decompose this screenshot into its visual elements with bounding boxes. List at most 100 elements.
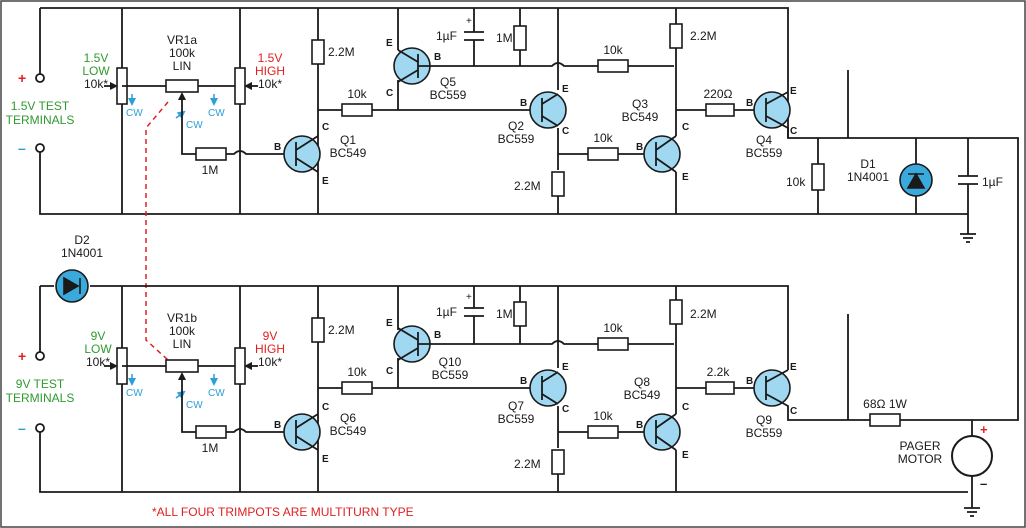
svg-text:E: E — [682, 172, 689, 183]
bottom-r-1m-label: 1M — [496, 307, 513, 321]
svg-text:+: + — [466, 16, 472, 27]
gang-link — [145, 101, 169, 361]
svg-text:B: B — [746, 98, 753, 109]
svg-text:CW: CW — [208, 388, 225, 399]
bottom-r-q8-base-label: 10k — [593, 409, 613, 423]
bottom-motor — [951, 435, 993, 477]
svg-text:CW: CW — [126, 388, 143, 399]
bottom-positive-rail — [39, 285, 789, 356]
top-r-fb2-label: 10k — [603, 43, 623, 57]
top-c-out-label: 1µF — [982, 175, 1003, 189]
bottom-r-q6-base — [341, 381, 373, 395]
top-r-2m2b — [669, 23, 683, 49]
top-r-feedback-label: 1M — [202, 163, 219, 177]
top-r-q1-base — [341, 103, 373, 117]
bottom-r-motor-label: 68Ω 1W — [863, 397, 907, 411]
footnote: *ALL FOUR TRIMPOTS ARE MULTITURN TYPE — [152, 505, 414, 519]
svg-text:+: + — [466, 292, 472, 303]
bottom-r-q6-coll — [311, 317, 325, 343]
bottom-terminal-minus[interactable] — [35, 423, 45, 433]
svg-text:CW: CW — [186, 400, 203, 411]
top-vr1a — [165, 79, 199, 93]
top-ground — [960, 233, 976, 243]
top-r-q4-base-label: 220Ω — [704, 87, 733, 101]
top-r-feedback — [195, 147, 227, 161]
top-r-q1-base-label: 10k — [347, 87, 367, 101]
top-r-q1-coll-label: 2.2M — [328, 45, 355, 59]
bottom-cap-label: 1µF — [436, 305, 457, 319]
bottom-negative-rail — [39, 428, 968, 493]
top-r-q4-base — [705, 103, 735, 117]
top-r-1m — [513, 25, 527, 51]
bottom-vr1b — [165, 359, 199, 373]
top-terminal-plus-sign: + — [18, 70, 26, 86]
top-r-out — [811, 163, 825, 191]
bottom-r-q7-coll — [551, 449, 565, 475]
top-q4 — [753, 91, 791, 129]
svg-text:B: B — [520, 98, 527, 109]
bottom-cap — [464, 307, 484, 317]
svg-text:–: – — [18, 420, 26, 436]
svg-text:B: B — [746, 376, 753, 387]
top-terminal-minus[interactable] — [35, 143, 45, 153]
svg-text:C: C — [790, 126, 797, 137]
svg-text:E: E — [790, 362, 797, 373]
svg-text:B: B — [434, 330, 441, 341]
top-r-fb2-wire — [520, 62, 674, 67]
bottom-r-feedback — [195, 425, 227, 439]
svg-text:C: C — [562, 126, 569, 137]
top-cap-label: 1µF — [436, 29, 457, 43]
svg-text:C: C — [682, 402, 689, 413]
top-terminal-minus-sign: – — [18, 140, 26, 156]
svg-text:E: E — [790, 86, 797, 97]
bottom-r-q6-coll-label: 2.2M — [328, 323, 355, 337]
bottom-r-feedback-label: 1M — [202, 441, 219, 455]
top-cap — [464, 31, 484, 41]
svg-text:E: E — [562, 84, 569, 95]
svg-text:E: E — [322, 176, 329, 187]
svg-text:+: + — [18, 348, 26, 364]
top-c-out — [958, 175, 978, 185]
svg-text:–: – — [980, 476, 987, 491]
bottom-r-q9-base-label: 2.2k — [707, 365, 731, 379]
top-r-q3-base — [587, 147, 619, 161]
bottom-r-q9-base — [705, 381, 735, 395]
bottom-r-fb2 — [597, 337, 629, 351]
bottom-cw-markers: CW CW CW — [126, 374, 225, 411]
bottom-r-q6-base-label: 10k — [347, 365, 367, 379]
bottom-q9 — [753, 369, 791, 407]
svg-text:+: + — [980, 422, 988, 437]
top-r-q1-coll — [311, 39, 325, 65]
top-negative-rail — [39, 148, 968, 215]
top-r-out-wire — [817, 70, 849, 214]
top-q2 — [529, 91, 567, 129]
svg-text:E: E — [386, 38, 393, 49]
svg-text:C: C — [386, 88, 393, 99]
bottom-q7 — [529, 369, 567, 407]
bottom-terminal-plus[interactable] — [35, 351, 45, 361]
bottom-q8 — [643, 413, 681, 451]
svg-text:C: C — [322, 402, 329, 413]
top-q1 — [283, 135, 321, 173]
svg-text:CW: CW — [208, 108, 225, 119]
top-r-q2-coll — [551, 171, 565, 197]
top-positive-rail — [39, 7, 1019, 421]
top-terminal-plus[interactable] — [35, 73, 45, 83]
